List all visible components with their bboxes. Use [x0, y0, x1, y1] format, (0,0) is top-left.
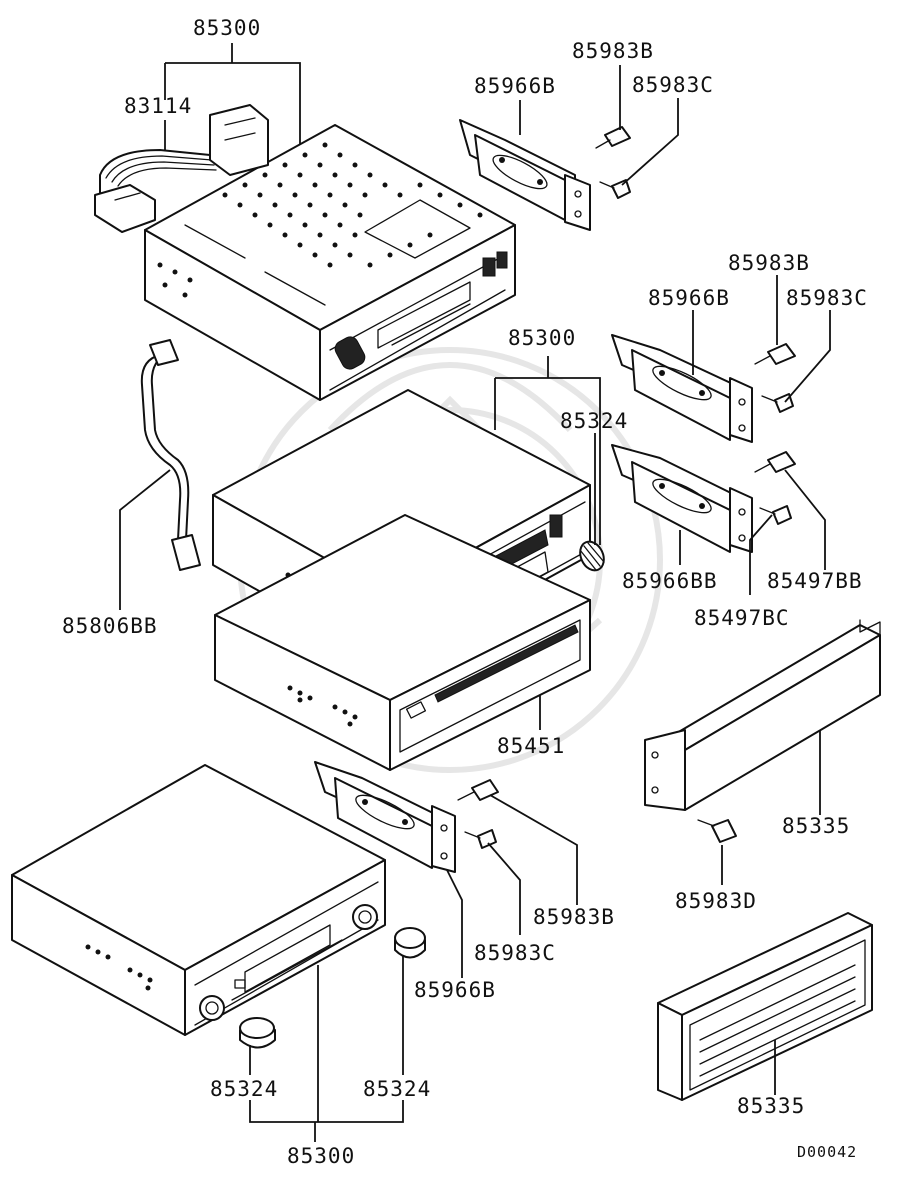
label-lower-bracket-screw-c: 85983C	[474, 941, 556, 965]
label-right-bracket-1-screw-b: 85983B	[728, 251, 810, 275]
label-top-bracket-screw-c: 85983C	[632, 73, 714, 97]
top-bracket-screws	[595, 126, 631, 199]
middle-unit-knob	[579, 540, 605, 572]
right-bracket-1-screws	[754, 343, 796, 413]
right-bracket-2-screws	[754, 451, 796, 525]
bottom-left-knob	[239, 1017, 276, 1049]
label-right-bracket-1: 85966B	[648, 286, 730, 310]
label-screw-85497bb: 85497BB	[767, 569, 863, 593]
diagram-code: D00042	[797, 1143, 857, 1161]
wiring-harness	[94, 104, 269, 233]
pocket-tray	[644, 619, 881, 811]
bottom-right-knob	[394, 927, 426, 959]
label-cd-unit: 85451	[497, 734, 565, 758]
cd-unit	[214, 514, 591, 771]
label-cover-panel: 85335	[737, 1094, 805, 1118]
part-labels: 85300 83114 85966B 85983B 85983C 85966B …	[62, 16, 868, 1168]
label-top-bracket: 85966B	[474, 74, 556, 98]
lower-mount-bracket	[314, 761, 456, 873]
label-right-bracket-1-screw-c: 85983C	[786, 286, 868, 310]
lower-bracket-screws	[457, 779, 499, 849]
label-bottom-right-knob: 85324	[363, 1077, 431, 1101]
antenna-extension-cable	[140, 339, 201, 571]
top-mount-bracket	[459, 119, 591, 231]
label-right-bracket-2: 85966BB	[622, 569, 718, 593]
label-pocket-tray: 85335	[782, 814, 850, 838]
leader-lines	[119, 43, 831, 1142]
label-screw-85983d: 85983D	[675, 889, 757, 913]
label-lower-bracket: 85966B	[414, 978, 496, 1002]
label-bottom-unit: 85300	[287, 1144, 355, 1168]
label-bottom-left-knob: 85324	[210, 1077, 278, 1101]
label-lower-bracket-screw-b: 85983B	[533, 905, 615, 929]
cover-panel	[657, 912, 873, 1101]
right-mount-bracket-2	[611, 444, 753, 553]
label-middle-unit: 85300	[508, 326, 576, 350]
label-harness: 83114	[124, 94, 192, 118]
right-mount-bracket-1	[611, 334, 753, 443]
label-screw-85497bc: 85497BC	[694, 606, 790, 630]
label-antenna-cable: 85806BB	[62, 614, 158, 638]
screw-85983d	[697, 819, 737, 843]
label-top-bracket-screw-b: 85983B	[572, 39, 654, 63]
label-top-unit: 85300	[193, 16, 261, 40]
label-middle-knob: 85324	[560, 409, 628, 433]
bottom-head-unit	[11, 764, 386, 1036]
top-head-unit	[144, 124, 516, 401]
